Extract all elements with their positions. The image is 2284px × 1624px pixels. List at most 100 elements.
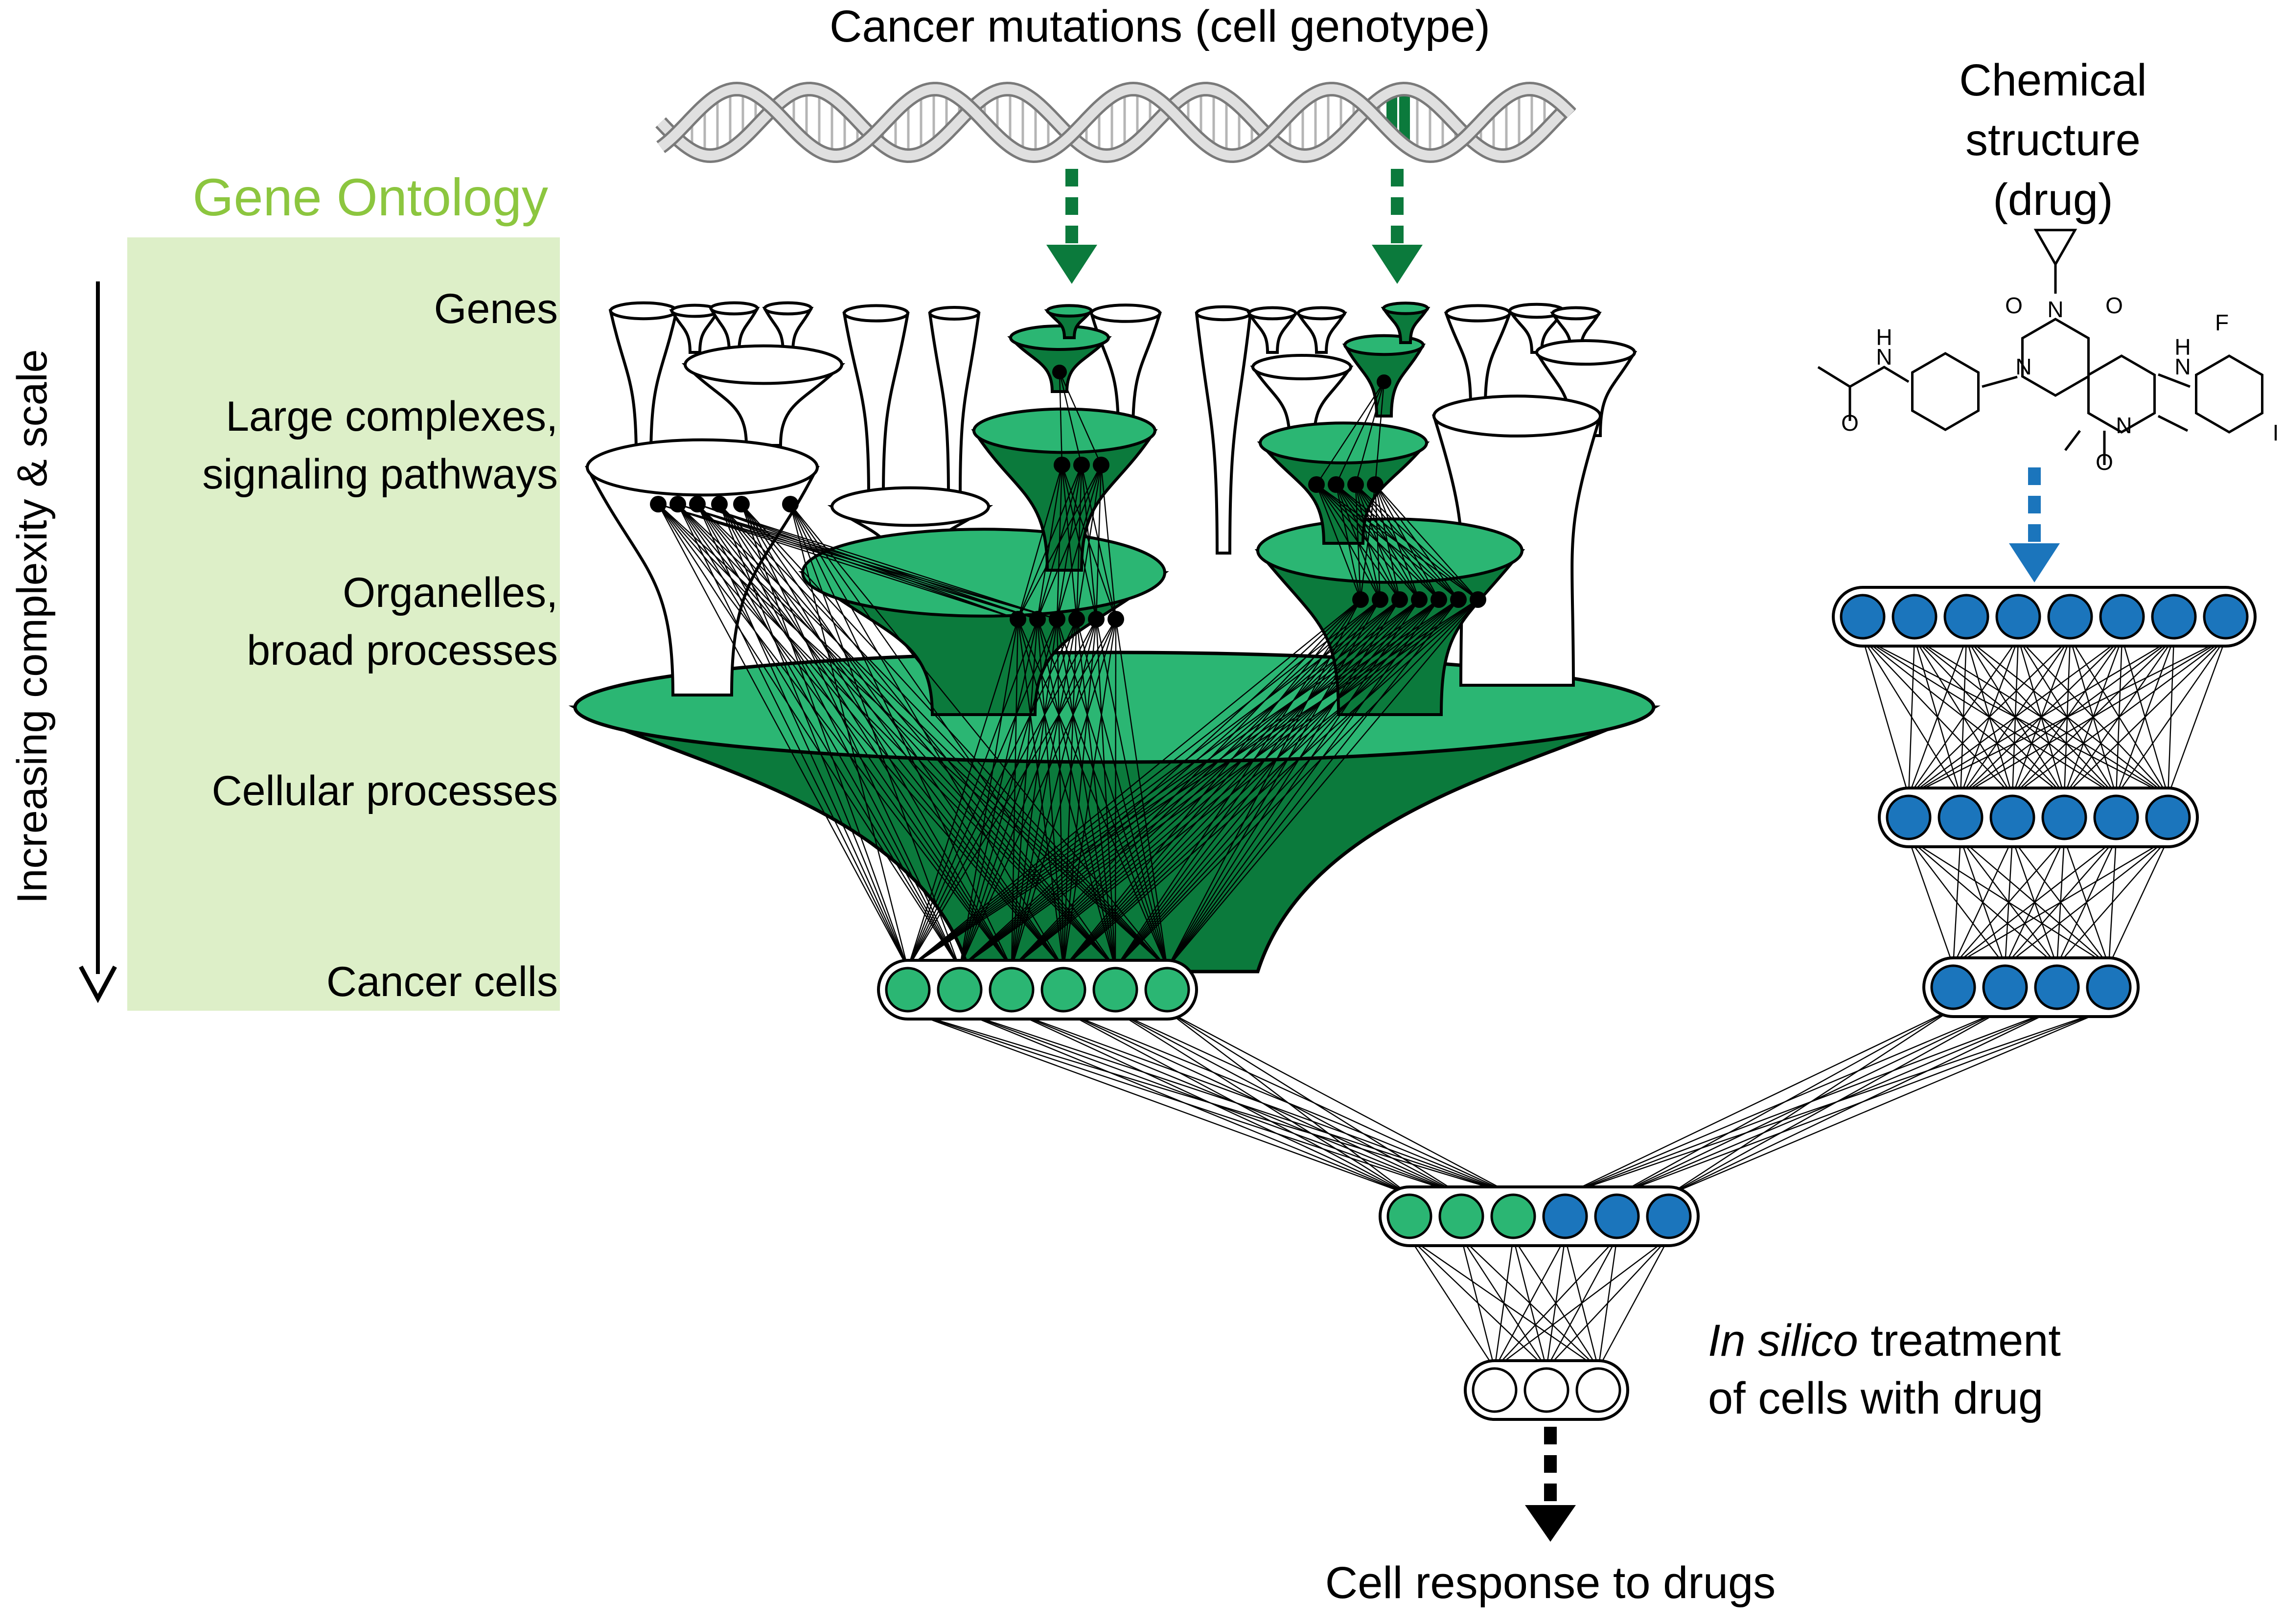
network-edge <box>1668 1008 2109 1196</box>
network-edge <box>1908 638 1967 796</box>
drug-layer-3-node <box>1982 964 2028 1010</box>
ontology-edge <box>696 504 909 969</box>
go-term-white-rim <box>1432 394 1602 438</box>
neuron-dot <box>1470 591 1486 608</box>
ontology-edge <box>697 504 1116 969</box>
ontology-edge <box>1167 599 1439 969</box>
ontology-edge <box>1115 599 1459 969</box>
ontology-edge <box>697 504 1012 969</box>
ontology-edge <box>959 599 1361 969</box>
ontology-edge <box>1017 464 1063 620</box>
ontology-edge <box>789 504 1064 969</box>
ontology-edge <box>658 503 1018 620</box>
ontology-edge <box>1011 599 1478 969</box>
atom-label: N <box>2015 354 2031 379</box>
ontology-edge <box>907 619 1038 969</box>
network-edge <box>1167 1010 1514 1196</box>
ontology-edge <box>1115 599 1361 969</box>
atom-label: N <box>2047 297 2063 322</box>
network-edge <box>1616 1008 2109 1196</box>
go-term-white-rim <box>1247 306 1297 321</box>
ontology-edge <box>1076 464 1102 620</box>
neuron-dot <box>1430 591 1447 608</box>
ontology-edge <box>740 504 961 969</box>
neuron-dot <box>1107 611 1124 627</box>
ontology-edge <box>1167 599 1478 969</box>
network-edge <box>1952 838 1961 966</box>
ontology-edge <box>1335 381 1385 485</box>
ontology-edge <box>907 599 1420 969</box>
ontology-edge <box>1056 619 1064 969</box>
neuron-dot <box>650 496 667 512</box>
ontology-edge <box>718 504 961 969</box>
network-edge <box>2108 838 2169 966</box>
network-edge <box>1908 838 1954 966</box>
go-term-white-rim <box>1195 305 1252 322</box>
ontology-edge <box>1056 619 1168 969</box>
ontology-edge <box>1115 599 1478 969</box>
drug-layer-2-node <box>1886 794 1932 840</box>
drug-layer-2-node <box>1989 794 2035 840</box>
ontology-edge <box>677 504 909 969</box>
go-term-white-rim <box>1090 303 1161 323</box>
neuron-dot <box>669 496 686 512</box>
ontology-edge <box>1017 464 1102 620</box>
ontology-edge <box>718 504 909 969</box>
go-term-white <box>1444 312 1512 408</box>
pyridine-ring <box>2087 354 2156 434</box>
go-term-active-complex-rim <box>972 407 1156 454</box>
go-term-active-gene <box>1381 307 1430 344</box>
ontology-edge <box>696 504 961 969</box>
network-edge <box>1597 1237 1670 1369</box>
ontology-edge <box>1017 619 1116 969</box>
cellular-process-funnel <box>568 650 1661 974</box>
atom-label: N <box>1876 344 1892 370</box>
network-edge <box>1494 1237 1669 1369</box>
top-title: Cancer mutations (cell genotype) <box>830 1 1490 51</box>
ontology-edge <box>907 599 1381 969</box>
ontology-edge <box>1374 484 1381 600</box>
network-edge <box>1494 1237 1514 1369</box>
ontology-edge <box>1011 619 1019 969</box>
ontology-edge <box>677 504 1064 969</box>
go-term-white <box>1246 312 1298 354</box>
atom-label: F <box>2215 310 2229 335</box>
network-edge <box>2056 838 2169 966</box>
ontology-edge <box>1167 599 1420 969</box>
ontology-edge <box>1056 464 1102 620</box>
drug-layer-3-node <box>1930 964 1976 1010</box>
ontology-edge <box>1360 484 1376 600</box>
ontology-edge <box>1115 599 1381 969</box>
ontology-edge <box>1063 599 1381 969</box>
ontology-edge <box>718 504 1013 969</box>
atom-label: O <box>2005 293 2023 318</box>
output-arrow <box>1525 1427 1576 1542</box>
ontology-edge <box>1355 484 1361 600</box>
neuron-dot <box>1093 457 1109 473</box>
go-term-white <box>928 312 981 496</box>
network-edge <box>1953 838 2065 966</box>
go-term-active-gene <box>1044 309 1095 339</box>
combined-layer-node <box>1594 1193 1640 1239</box>
ontology-edge <box>1095 619 1116 969</box>
combined-layer-node <box>1646 1193 1692 1239</box>
go-term-white-rim <box>1296 306 1346 321</box>
go-term-white-rim <box>609 301 678 321</box>
drug-layer-1-node <box>1892 594 1938 640</box>
neuron-dot <box>1068 611 1085 627</box>
network-edge <box>1546 1237 1669 1369</box>
ontology-edge <box>740 504 909 969</box>
ontology-levels: Genes Large complexes,signaling pathways… <box>202 285 558 1005</box>
network-edge <box>959 1010 1410 1196</box>
level-organelles: Organelles,broad processes <box>247 569 558 674</box>
ontology-edge <box>907 599 1459 969</box>
ontology-edge <box>1374 484 1420 600</box>
go-term-white <box>1534 351 1638 437</box>
network-edge <box>1460 1237 1496 1369</box>
bond <box>1982 375 2018 388</box>
output-label: Cell response to drugs <box>1325 1558 1776 1608</box>
drug-layer-1-capsule <box>1832 586 2257 648</box>
